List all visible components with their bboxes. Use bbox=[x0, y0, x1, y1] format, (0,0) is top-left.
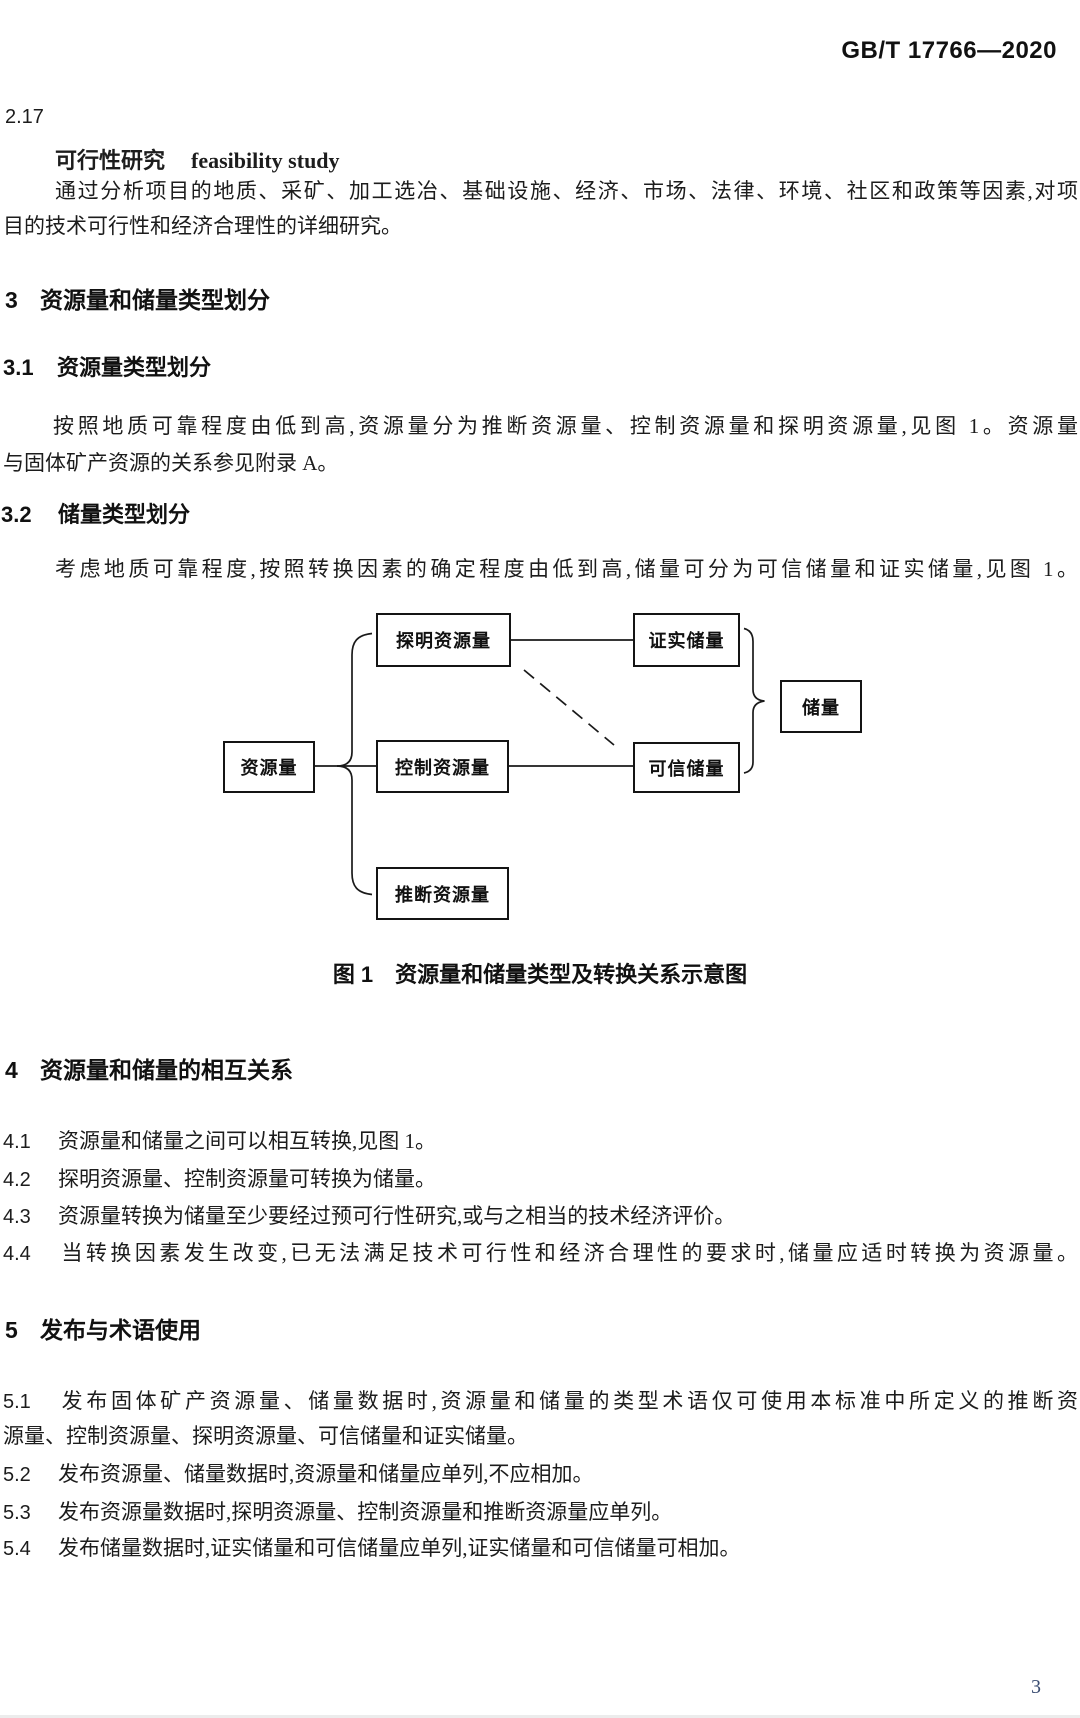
section-3-heading: 3 资源量和储量类型划分 bbox=[5, 287, 270, 313]
section-3-1-paragraph-line1: 按照地质可靠程度由低到高,资源量分为推断资源量、控制资源量和探明资源量,见图 1… bbox=[53, 414, 1078, 438]
section-3-1-paragraph-line2: 与固体矿产资源的关系参见附录 A。 bbox=[3, 451, 339, 475]
figure1-box-kongzhi-ziyuanliang: 控制资源量 bbox=[376, 740, 509, 793]
clause-4-3-number: 4.3 bbox=[3, 1206, 31, 1228]
term-number: 2.17 bbox=[5, 106, 44, 128]
section-4-number: 4 bbox=[5, 1057, 18, 1083]
figure1-caption-title: 资源量和储量类型及转换关系示意图 bbox=[395, 962, 748, 987]
clause-4-3: 4.3 资源量转换为储量至少要经过预可行性研究,或与之相当的技术经济评价。 bbox=[3, 1204, 1078, 1229]
clause-4-4: 4.4 当转换因素发生改变,已无法满足技术可行性和经济合理性的要求时,储量应适时转… bbox=[3, 1241, 1078, 1266]
figure1-box-chuliang: 储量 bbox=[780, 680, 862, 733]
section-4-title: 资源量和储量的相互关系 bbox=[40, 1057, 293, 1083]
page-header-standard-number: GB/T 17766—2020 bbox=[841, 37, 1057, 64]
section-4-heading: 4 资源量和储量的相互关系 bbox=[5, 1057, 293, 1083]
section-3-1-number: 3.1 bbox=[3, 355, 34, 380]
clause-5-1-text: 发布固体矿产资源量、储量数据时,资源量和储量的类型术语仅可使用本标准中所定义的推… bbox=[58, 1389, 1078, 1413]
dashed-line-tanming-to-kexin bbox=[523, 669, 615, 746]
section-5-heading: 5 发布与术语使用 bbox=[5, 1317, 201, 1343]
clause-5-2-text: 发布资源量、储量数据时,资源量和储量应单列,不应相加。 bbox=[58, 1462, 594, 1486]
spine-lower-branch bbox=[336, 765, 373, 896]
term-title-zh: 可行性研究 bbox=[55, 148, 166, 173]
section-3-2-paragraph-line1: 考虑地质可靠程度,按照转换因素的确定程度由低到高,储量可分为可信储量和证实储量,… bbox=[55, 557, 1078, 581]
clause-5-2-number: 5.2 bbox=[3, 1464, 31, 1486]
section-3-2-title: 储量类型划分 bbox=[58, 502, 191, 527]
clause-5-3-text: 发布资源量数据时,探明资源量、控制资源量和推断资源量应单列。 bbox=[58, 1500, 673, 1524]
page-number: 3 bbox=[1031, 1676, 1041, 1698]
term-title-en: feasibility study bbox=[191, 148, 340, 173]
clause-5-4-number: 5.4 bbox=[3, 1538, 31, 1560]
clause-4-2-number: 4.2 bbox=[3, 1169, 31, 1191]
clause-5-2: 5.2 发布资源量、储量数据时,资源量和储量应单列,不应相加。 bbox=[3, 1462, 1078, 1487]
clause-4-4-text: 当转换因素发生改变,已无法满足技术可行性和经济合理性的要求时,储量应适时转换为资… bbox=[58, 1241, 1078, 1265]
page-bottom-edge bbox=[0, 1715, 1080, 1718]
clause-4-4-number: 4.4 bbox=[3, 1243, 31, 1265]
clause-4-1-text: 资源量和储量之间可以相互转换,见图 1。 bbox=[58, 1129, 436, 1153]
clause-4-2-text: 探明资源量、控制资源量可转换为储量。 bbox=[58, 1167, 436, 1191]
clause-5-4-text: 发布储量数据时,证实储量和可信储量应单列,证实储量和可信储量可相加。 bbox=[58, 1536, 741, 1560]
term-title-line: 可行性研究 feasibility study bbox=[55, 143, 340, 175]
figure1-box-tanming-ziyuanliang: 探明资源量 bbox=[376, 613, 511, 667]
clause-5-3-number: 5.3 bbox=[3, 1502, 31, 1524]
clause-5-3: 5.3 发布资源量数据时,探明资源量、控制资源量和推断资源量应单列。 bbox=[3, 1500, 1078, 1525]
figure1-caption: 图 1 资源量和储量类型及转换关系示意图 bbox=[0, 962, 1080, 987]
figure1-box-tuiduan-ziyuanliang: 推断资源量 bbox=[376, 867, 509, 920]
section-5-number: 5 bbox=[5, 1317, 18, 1343]
section-3-1-heading: 3.1 资源量类型划分 bbox=[3, 355, 211, 380]
clause-5-1-number: 5.1 bbox=[3, 1391, 31, 1413]
term-definition-line2: 目的技术可行性和经济合理性的详细研究。 bbox=[3, 214, 402, 238]
clause-5-1-line1: 5.1 发布固体矿产资源量、储量数据时,资源量和储量的类型术语仅可使用本标准中所定… bbox=[3, 1389, 1078, 1414]
clause-4-1-number: 4.1 bbox=[3, 1131, 31, 1153]
clause-4-2: 4.2 探明资源量、控制资源量可转换为储量。 bbox=[3, 1167, 1078, 1192]
figure1-caption-label: 图 1 bbox=[332, 962, 374, 987]
figure1-box-ziyuanliang: 资源量 bbox=[223, 741, 315, 793]
section-3-title: 资源量和储量类型划分 bbox=[40, 287, 270, 313]
section-3-2-number: 3.2 bbox=[1, 502, 32, 527]
clause-4-3-text: 资源量转换为储量至少要经过预可行性研究,或与之相当的技术经济评价。 bbox=[58, 1204, 736, 1228]
section-3-2-heading: 3.2 储量类型划分 bbox=[1, 502, 190, 527]
clause-5-1-line2: 源量、控制资源量、探明资源量、可信储量和证实储量。 bbox=[3, 1424, 528, 1448]
figure1-box-zhengshi-chuliang: 证实储量 bbox=[633, 613, 740, 667]
figure1-box-kexin-chuliang: 可信储量 bbox=[633, 742, 740, 793]
spine-upper-branch bbox=[336, 632, 373, 767]
clause-5-1-text2: 源量、控制资源量、探明资源量、可信储量和证实储量。 bbox=[3, 1424, 528, 1448]
figure1-connector-lines bbox=[315, 627, 765, 896]
clause-5-4: 5.4 发布储量数据时,证实储量和可信储量应单列,证实储量和可信储量可相加。 bbox=[3, 1536, 1078, 1561]
term-definition-line1: 通过分析项目的地质、采矿、加工选冶、基础设施、经济、市场、法律、环境、社区和政策… bbox=[55, 179, 1078, 203]
section-3-number: 3 bbox=[5, 287, 18, 313]
clause-4-1: 4.1 资源量和储量之间可以相互转换,见图 1。 bbox=[3, 1129, 1078, 1154]
section-3-1-title: 资源量类型划分 bbox=[57, 355, 212, 380]
brace-to-chuliang bbox=[743, 627, 765, 774]
section-5-title: 发布与术语使用 bbox=[40, 1317, 201, 1343]
